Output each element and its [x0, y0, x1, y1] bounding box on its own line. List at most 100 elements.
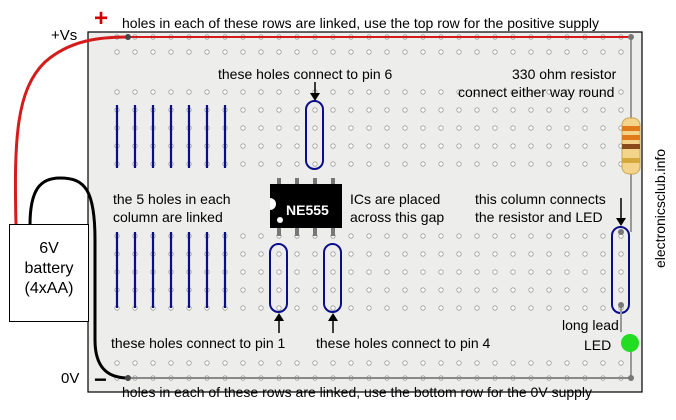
arrow-resistor-column	[616, 198, 626, 226]
hole	[222, 360, 228, 366]
hole	[438, 107, 444, 113]
hole	[564, 107, 570, 113]
hole	[330, 49, 336, 55]
led-icon	[621, 334, 639, 352]
hole	[402, 233, 408, 239]
hole	[294, 107, 300, 113]
hole	[384, 49, 390, 55]
led-label: LED	[584, 337, 612, 353]
hole	[366, 49, 372, 55]
hole	[168, 89, 174, 95]
hole	[366, 143, 372, 149]
hole	[492, 360, 498, 366]
hole	[384, 269, 390, 275]
hole	[384, 287, 390, 293]
hole	[258, 107, 264, 113]
hole	[240, 269, 246, 275]
hole	[582, 107, 588, 113]
hole	[546, 287, 552, 293]
hole	[510, 143, 516, 149]
hole	[240, 360, 246, 366]
hole	[528, 305, 534, 311]
pin1-holes	[269, 243, 288, 313]
hole	[420, 233, 426, 239]
hole	[402, 125, 408, 131]
chip-pin	[295, 228, 299, 236]
hole	[240, 305, 246, 311]
hole	[474, 251, 480, 257]
hole	[384, 89, 390, 95]
bottom-rail-label: holes in each of these rows are linked, …	[122, 384, 593, 400]
hole	[168, 49, 174, 55]
hole	[276, 107, 282, 113]
hole	[492, 49, 498, 55]
hole	[438, 143, 444, 149]
hole	[294, 143, 300, 149]
chip-pin	[331, 228, 335, 236]
column-label-line1: the 5 holes in each	[113, 191, 231, 207]
chip-label: NE555	[286, 202, 329, 218]
hole	[438, 360, 444, 366]
resistor-hole-bottom	[618, 229, 624, 235]
hole	[474, 305, 480, 311]
hole	[474, 107, 480, 113]
hole	[276, 125, 282, 131]
hole	[492, 305, 498, 311]
hole	[510, 107, 516, 113]
hole	[330, 360, 336, 366]
hole	[582, 125, 588, 131]
pin4-label: these holes connect to pin 4	[316, 335, 491, 351]
hole	[528, 269, 534, 275]
hole	[438, 89, 444, 95]
hole	[510, 269, 516, 275]
pin6-holes	[305, 100, 324, 170]
hole	[240, 49, 246, 55]
hole	[366, 89, 372, 95]
hole	[294, 360, 300, 366]
vs-label: +Vs	[51, 27, 78, 44]
hole	[258, 287, 264, 293]
hole	[510, 287, 516, 293]
hole	[618, 251, 624, 257]
hole	[204, 360, 210, 366]
hole	[564, 287, 570, 293]
hole	[366, 305, 372, 311]
hole	[258, 89, 264, 95]
hole	[492, 251, 498, 257]
hole	[564, 89, 570, 95]
hole	[582, 269, 588, 275]
hole	[312, 287, 318, 293]
hole	[276, 143, 282, 149]
hole	[546, 107, 552, 113]
breadboard-holes	[114, 34, 624, 381]
hole	[528, 89, 534, 95]
hole	[186, 360, 192, 366]
hole	[510, 360, 516, 366]
hole	[420, 49, 426, 55]
hole	[564, 233, 570, 239]
hole	[258, 269, 264, 275]
hole	[618, 89, 624, 95]
gap-label-line1: ICs are placed	[350, 191, 441, 207]
hole	[366, 107, 372, 113]
hole	[564, 143, 570, 149]
hole	[366, 251, 372, 257]
hole	[438, 161, 444, 167]
hole	[438, 251, 444, 257]
hole	[294, 305, 300, 311]
led-return-hole	[628, 375, 634, 381]
hole	[384, 107, 390, 113]
hole	[510, 125, 516, 131]
hole	[618, 269, 624, 275]
hole	[582, 305, 588, 311]
minus-sign: −	[94, 367, 107, 392]
hole	[492, 287, 498, 293]
gap-label-line2: across this gap	[350, 209, 445, 225]
negative-battery-wire	[28, 176, 129, 380]
hole	[312, 360, 318, 366]
hole	[330, 161, 336, 167]
hole	[258, 143, 264, 149]
hole	[600, 233, 606, 239]
hole	[582, 143, 588, 149]
